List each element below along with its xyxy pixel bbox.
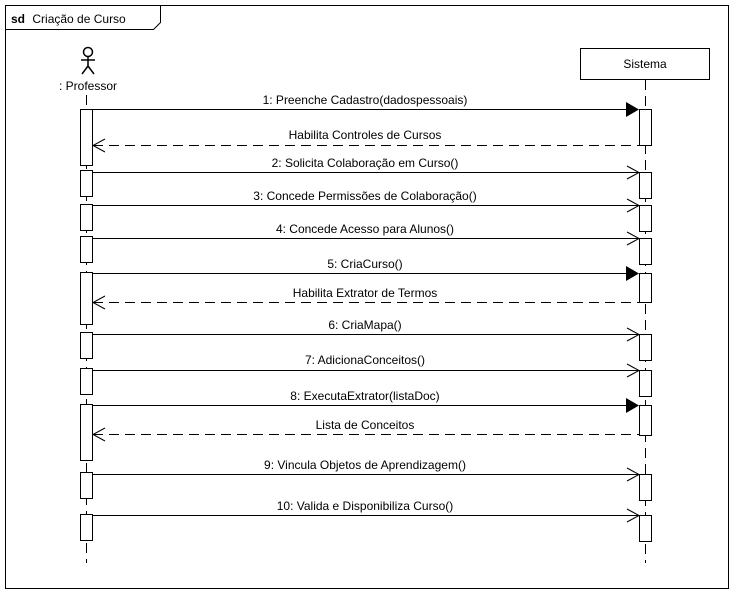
message-4: 4: Concede Acesso para Alunos() [92,222,641,246]
message-5: 5: CriaCurso() [92,257,639,281]
frame-title-name: Criação de Curso [32,12,126,26]
open-arrowhead-icon [626,165,641,180]
filled-arrowhead-icon [626,102,639,117]
message-9: 9: Vincula Objetos de Aprendizagem() [92,458,641,482]
activation-bar [639,405,652,436]
message-label: 5: CriaCurso() [327,257,402,271]
return-message-3: Lista de Conceitos [91,418,639,442]
message-label: Habilita Extrator de Termos [293,286,438,300]
stick-figure-actor-icon [81,46,95,75]
open-arrowhead-icon [91,295,106,310]
activation-bar [80,404,93,461]
activation-bar [639,109,652,146]
frame-name-tab [5,5,161,30]
message-label: 8: ExecutaExtrator(listaDoc) [290,389,439,403]
message-7: 7: AdicionaConceitos() [92,353,641,378]
message-label: 9: Vincula Objetos de Aprendizagem() [264,458,466,472]
activation-bar [80,236,93,263]
activation-bar [80,514,93,541]
activation-bar [80,472,93,499]
activation-bar [80,272,93,325]
frame-title: sd Criação de Curso [11,12,126,26]
activation-bar [80,109,93,166]
open-arrowhead-icon [91,138,106,153]
message-10: 10: Valida e Disponibiliza Curso() [92,499,641,523]
activation-bar [639,515,652,542]
filled-arrowhead-icon [626,398,639,413]
activation-bar [639,370,652,397]
filled-arrowhead-icon [626,266,639,281]
message-label: 1: Preenche Cadastro(dadospessoais) [263,93,468,107]
sistema-activations [639,109,652,542]
professor-lifeline-name: : Professor [59,79,117,93]
activation-bar [80,368,93,395]
activation-bar [639,238,652,265]
open-arrowhead-icon [626,363,641,378]
message-label: 7: AdicionaConceitos() [305,353,425,367]
activation-bar [639,172,652,199]
message-label: 2: Solicita Colaboração em Curso() [272,156,459,170]
frame-title-keyword: sd [11,12,25,26]
open-arrowhead-icon [626,327,641,342]
message-3: 3: Concede Permissões de Colaboração() [92,189,641,213]
open-arrowhead-icon [626,231,641,246]
activation-bar [639,334,652,361]
return-message-1: Habilita Controles de Cursos [91,128,639,153]
message-1: 1: Preenche Cadastro(dadospessoais) [92,93,639,117]
open-arrowhead-icon [626,467,641,482]
message-label: Habilita Controles de Cursos [289,128,442,142]
message-8: 8: ExecutaExtrator(listaDoc) [92,389,639,413]
message-label: 6: CriaMapa() [328,318,401,332]
activation-bar [639,205,652,232]
message-label: 10: Valida e Disponibiliza Curso() [277,499,454,513]
diagram-frame [5,5,729,589]
message-label: 4: Concede Acesso para Alunos() [276,222,454,236]
message-2: 2: Solicita Colaboração em Curso() [92,156,641,180]
activation-bar [80,170,93,197]
activation-bar [80,204,93,231]
open-arrowhead-icon [91,427,106,442]
activation-bar [80,332,93,359]
message-label: 3: Concede Permissões de Colaboração() [253,189,476,203]
return-message-2: Habilita Extrator de Termos [91,286,639,310]
message-6: 6: CriaMapa() [92,318,641,342]
activation-bar [639,273,652,303]
open-arrowhead-icon [626,508,641,523]
message-label: Lista de Conceitos [316,418,415,432]
open-arrowhead-icon [626,198,641,213]
sistema-lifeline-name: Sistema [623,57,667,71]
activation-bar [639,474,652,501]
sistema-lifeline-head [580,48,710,80]
professor-activations [80,109,93,541]
